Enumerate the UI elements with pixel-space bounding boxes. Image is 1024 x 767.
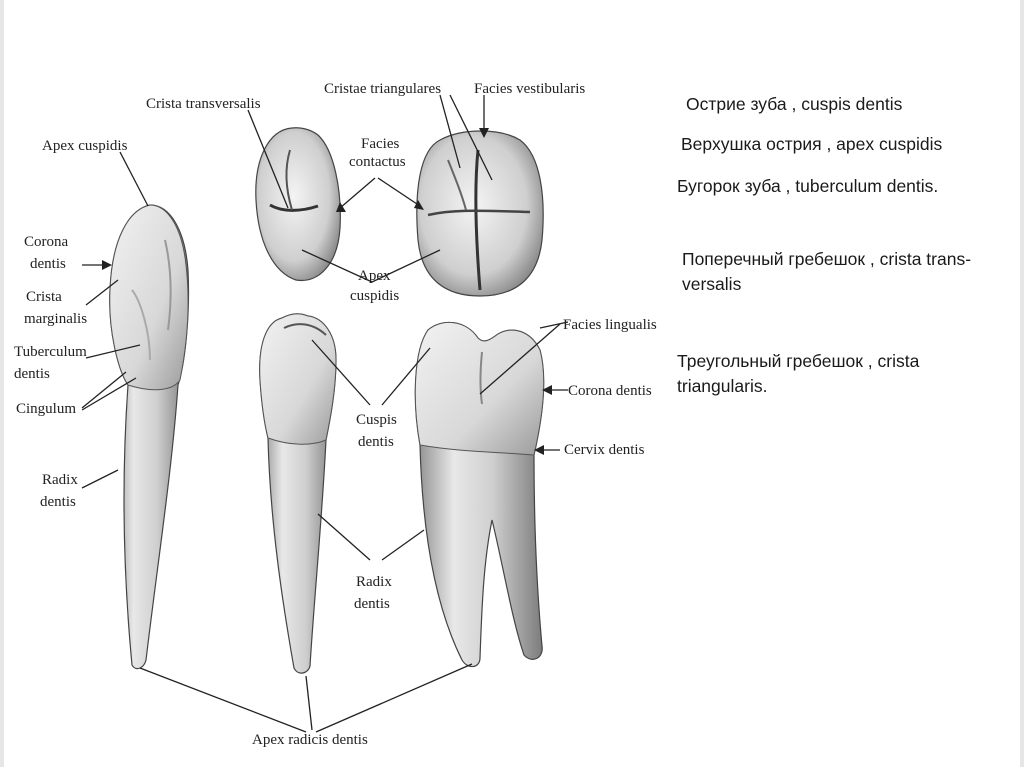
label-apex-cuspidis: Apex cuspidis — [42, 138, 128, 154]
note-apex-cuspidis: Верхушка острия , apex cuspidis — [681, 134, 943, 154]
figure-labels: Apex cuspidis Crista transversalis Crist… — [14, 81, 657, 748]
note-crista-transversalis: Поперечный гребешок , crista trans-versa… — [682, 249, 972, 294]
premolar-side-drawing — [259, 313, 337, 674]
label-crista-transversalis: Crista transversalis — [146, 96, 261, 112]
note-tuberculum-dentis: Бугорок зуба , tuberculum dentis. — [677, 176, 939, 196]
label-cingulum: Cingulum — [16, 401, 76, 417]
label-tuberculum-dentis-line1: Tuberculum — [14, 344, 87, 360]
label-facies-contactus-line1: Facies — [361, 136, 399, 152]
molar-occlusal-drawing — [416, 130, 544, 297]
label-radix-left-line1: Radix — [42, 472, 78, 488]
label-cuspis-dentis-line1: Cuspis — [356, 412, 397, 428]
label-cervix-dentis: Cervix dentis — [564, 442, 645, 458]
label-cuspis-dentis-line2: dentis — [358, 434, 394, 450]
note-crista-triangularis: Треугольный гребешок , crista triangular… — [677, 351, 920, 396]
leader-lines — [81, 94, 569, 733]
label-apex-cuspidis-center-line1: Apex — [358, 268, 391, 284]
label-corona-dentis-right: Corona dentis — [568, 383, 652, 399]
label-cristae-triangulares: Cristae triangulares — [324, 81, 441, 97]
label-crista-marginalis-line1: Crista — [26, 289, 62, 305]
label-radix-center-line2: dentis — [354, 596, 390, 612]
label-apex-cuspidis-center-line2: cuspidis — [350, 288, 399, 304]
label-facies-vestibularis: Facies vestibularis — [474, 81, 585, 97]
note-cuspis-dentis: Острие зуба , cuspis dentis — [686, 94, 903, 114]
premolar-occlusal-drawing — [255, 127, 341, 282]
label-apex-radicis-dentis: Apex radicis dentis — [252, 732, 368, 748]
label-facies-lingualis: Facies lingualis — [563, 317, 657, 333]
molar-side-drawing — [414, 321, 545, 668]
canine-tooth-drawing — [109, 204, 190, 670]
label-crista-marginalis-line2: marginalis — [24, 311, 87, 327]
label-radix-left-line2: dentis — [40, 494, 76, 510]
label-corona-dentis-line1: Corona — [24, 234, 69, 250]
label-corona-dentis-line2: dentis — [30, 256, 66, 272]
label-facies-contactus-line2: contactus — [349, 154, 406, 170]
label-tuberculum-dentis-line2: dentis — [14, 366, 50, 382]
label-radix-center-line1: Radix — [356, 574, 392, 590]
